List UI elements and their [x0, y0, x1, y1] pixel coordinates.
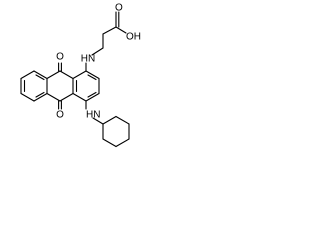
carbonyl-oxygen-bottom-label: O — [56, 110, 64, 121]
acid-hydroxyl-label: OH — [126, 32, 141, 43]
structure-canvas: O O O OH HN HN — [0, 0, 154, 184]
acid-carbonyl-oxygen-label: O — [115, 3, 123, 14]
right-benzene-ring — [72, 70, 100, 102]
left-benzene-ring — [20, 70, 48, 102]
beta-alanine-side-chain — [85, 11, 127, 72]
cyclohexylamino-group — [85, 100, 130, 148]
chemical-structure-drawing: O O O OH HN HN — [20, 3, 141, 148]
carbonyl-oxygen-top-label: O — [56, 52, 64, 63]
upper-amine-label: HN — [81, 54, 95, 65]
central-quinone-ring — [46, 62, 74, 110]
lower-amine-label: HN — [86, 110, 100, 121]
